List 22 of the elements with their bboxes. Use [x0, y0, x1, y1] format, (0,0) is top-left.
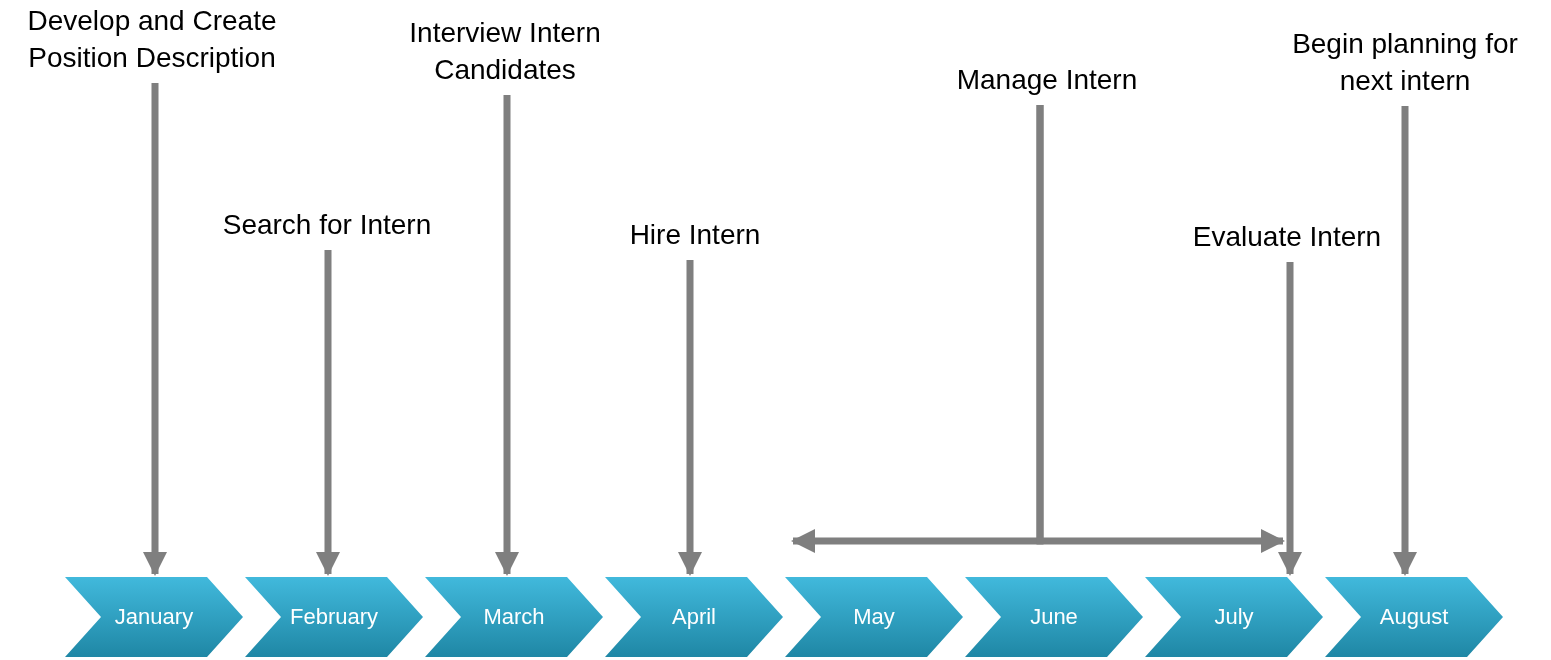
month-label: July: [1214, 604, 1254, 630]
month-label: August: [1379, 604, 1449, 630]
month-label: June: [1030, 604, 1078, 630]
arrow: [1393, 105, 1417, 576]
step-label: Evaluate Intern: [1162, 219, 1412, 256]
arrow: [1278, 261, 1302, 576]
arrow: [495, 94, 519, 576]
month-label: March: [483, 604, 545, 630]
step-label: Develop and Create Position Description: [2, 3, 302, 77]
step-label: Search for Intern: [197, 207, 457, 244]
arrow: [316, 249, 340, 576]
step-label: Interview Intern Candidates: [380, 15, 630, 89]
arrow: [1036, 104, 1285, 553]
step-label: Manage Intern: [927, 62, 1167, 99]
month-label: January: [114, 604, 194, 630]
step-label: Begin planning for next intern: [1270, 26, 1540, 100]
month-label: February: [290, 604, 378, 630]
step-label: Hire Intern: [595, 217, 795, 254]
arrow: [143, 82, 167, 576]
month-label: May: [853, 604, 895, 630]
month-label: April: [672, 604, 716, 630]
arrow: [678, 259, 702, 576]
